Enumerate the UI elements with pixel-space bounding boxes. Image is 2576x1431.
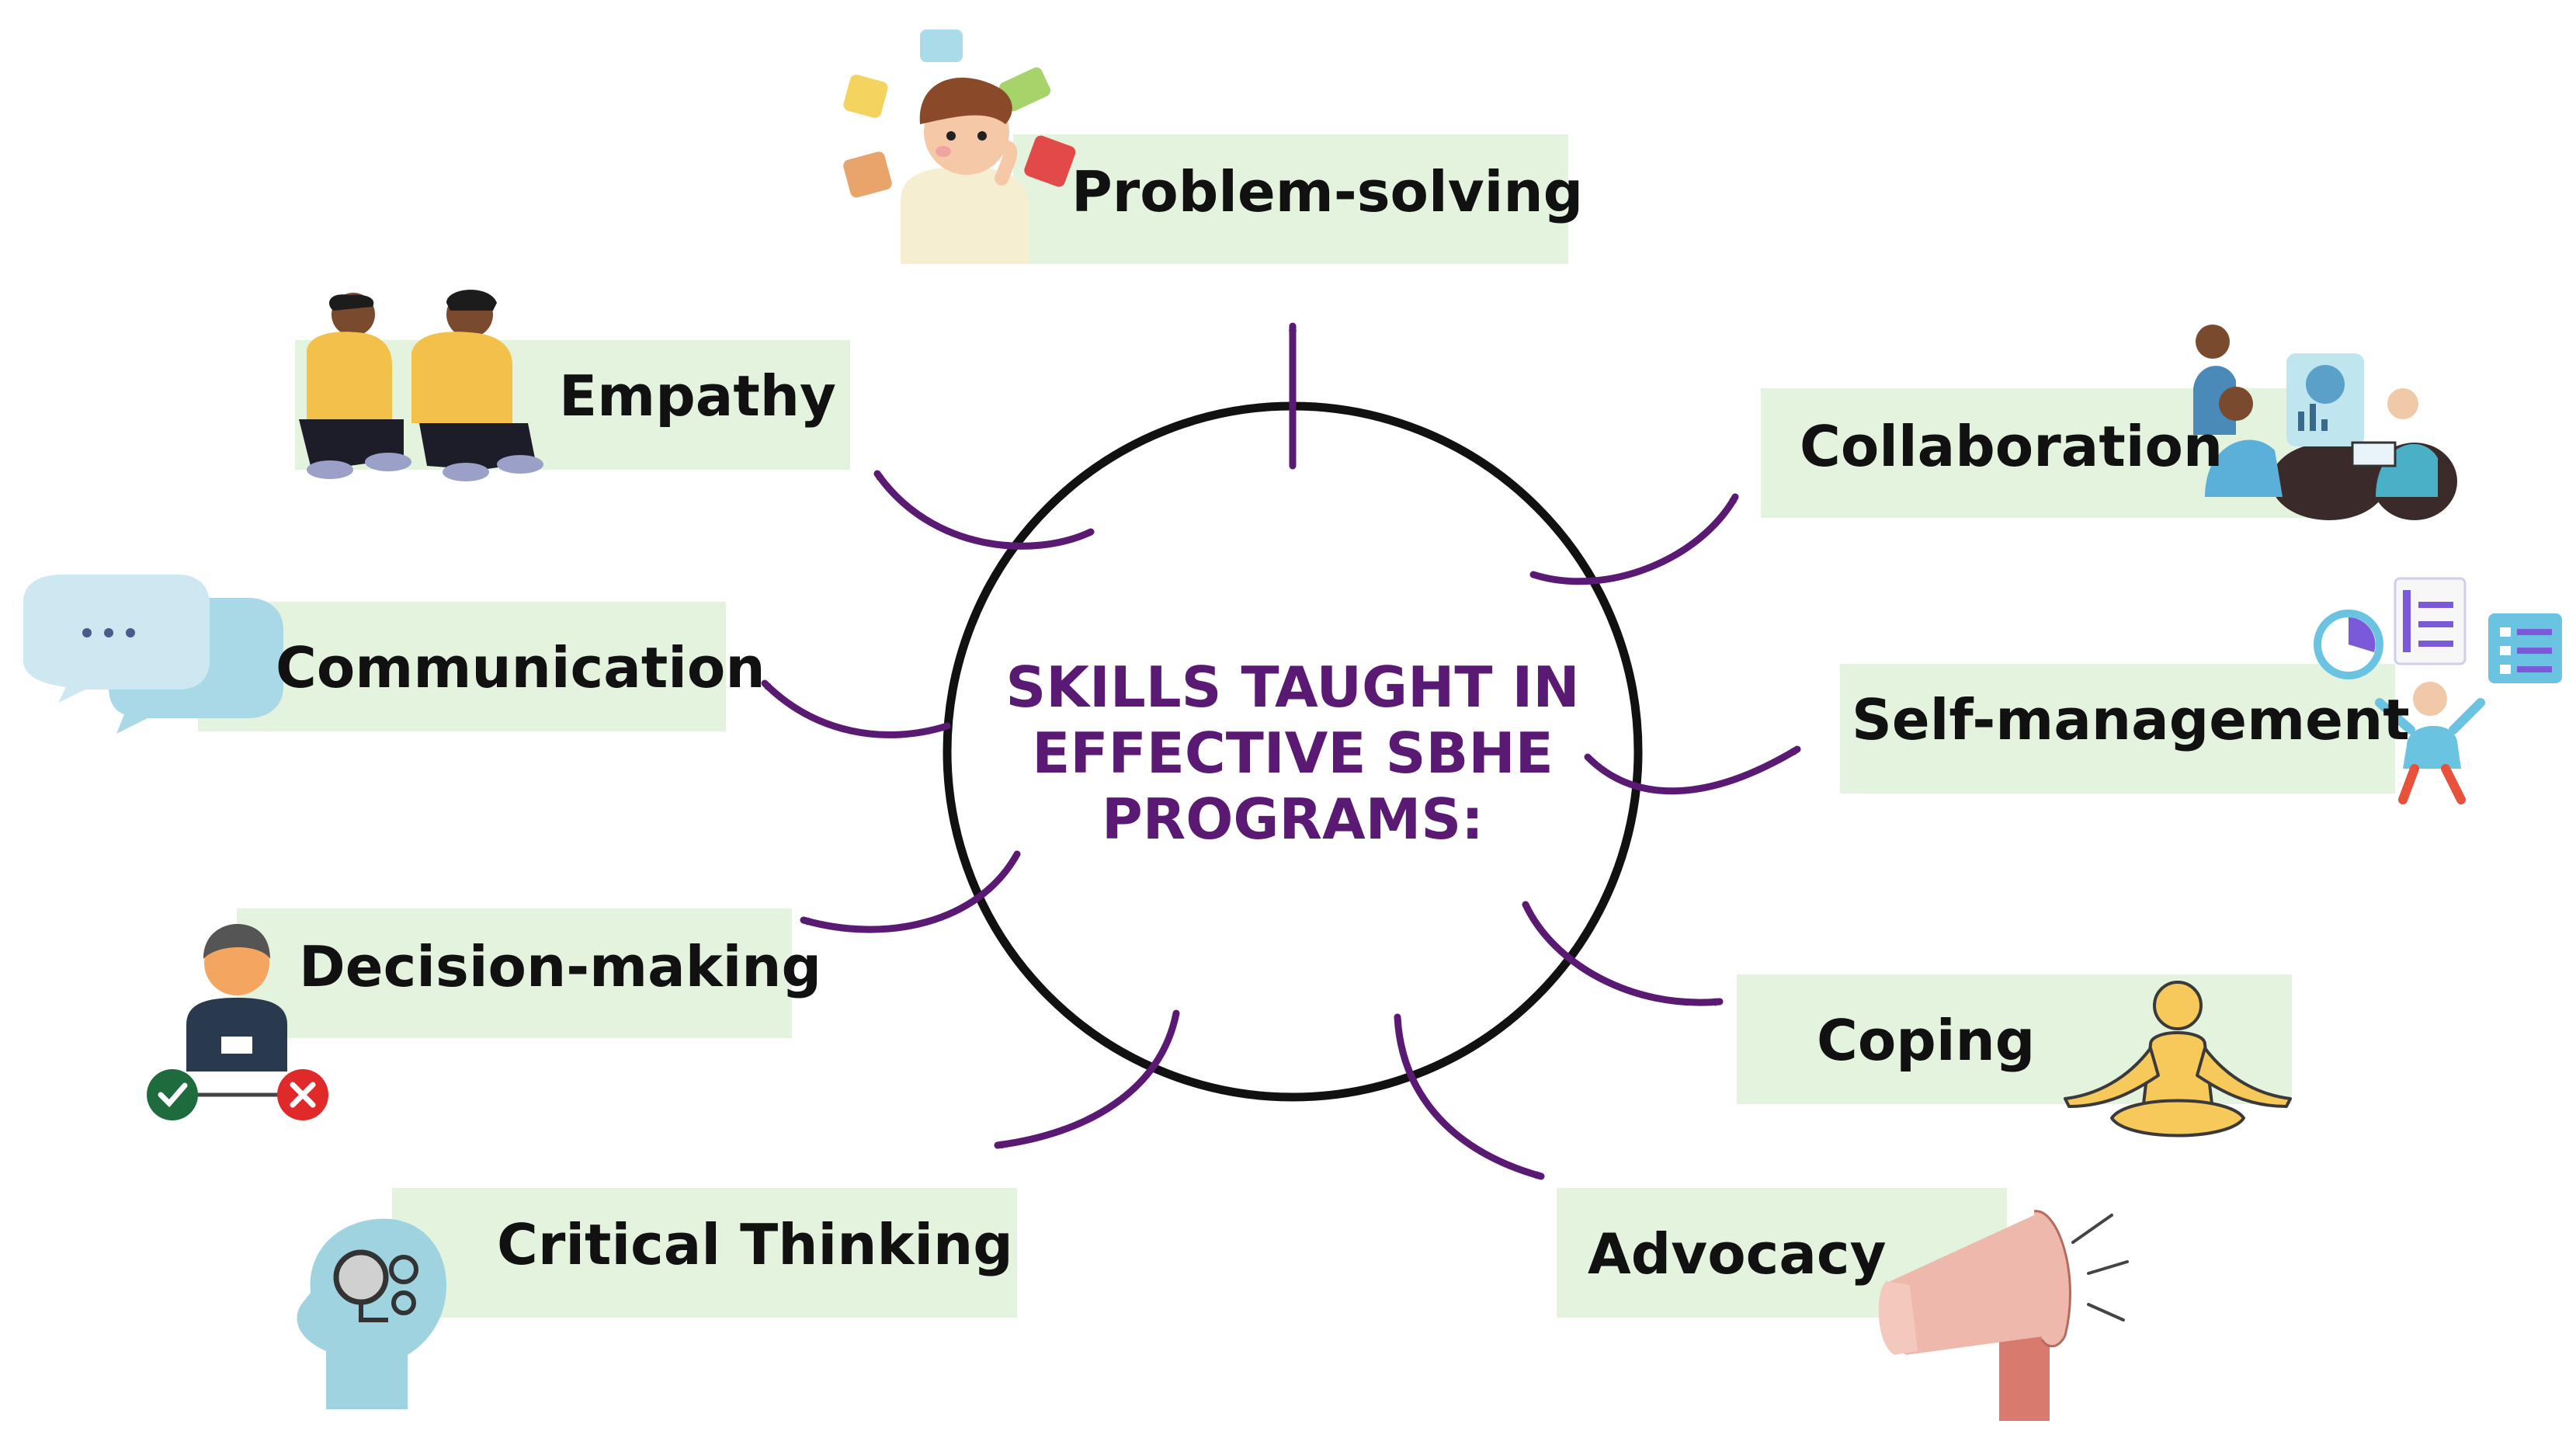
label-box-critical-thinking	[392, 1188, 1017, 1318]
juggling-tasks-icon	[2314, 577, 2562, 804]
center-title-line-2: EFFECTIVE SBHE	[1032, 721, 1554, 786]
arrows	[761, 322, 1801, 1180]
skill-self-management: Self-management	[1840, 577, 2562, 804]
arrow-collaboration	[1529, 493, 1739, 585]
label-communication: Communication	[276, 635, 766, 700]
label-decision-making: Decision-making	[299, 934, 821, 999]
label-empathy: Empathy	[559, 363, 836, 429]
skill-communication: Communication	[23, 575, 766, 734]
head-gears-icon	[297, 1218, 446, 1409]
arrow-coping	[1522, 901, 1724, 1006]
center-title-line-3: PROGRAMS:	[1102, 787, 1484, 852]
speech-bubbles-icon	[23, 575, 283, 734]
label-box-problem-solving	[1013, 134, 1568, 264]
skill-critical-thinking: Critical Thinking	[297, 1188, 1017, 1409]
skill-collaboration: Collaboration	[1761, 325, 2457, 520]
label-advocacy: Advocacy	[1588, 1221, 1887, 1287]
puzzled-person-icon	[843, 30, 1076, 264]
label-box-decision-making	[237, 908, 792, 1038]
arrow-advocacy	[1394, 1013, 1545, 1180]
skill-advocacy: Advocacy	[1557, 1188, 2129, 1421]
label-critical-thinking: Critical Thinking	[497, 1212, 1013, 1277]
center-title-line-1: SKILLS TAUGHT IN	[1005, 655, 1579, 720]
skill-empathy: Empathy	[295, 290, 850, 481]
label-box-communication	[198, 602, 726, 731]
skill-decision-making: Decision-making	[147, 908, 821, 1120]
person-choice-icon	[147, 924, 328, 1120]
team-meeting-icon	[2193, 325, 2457, 520]
two-people-sitting-icon	[299, 290, 543, 481]
arrow-communication	[761, 679, 951, 738]
skill-problem-solving: Problem-solving	[843, 30, 1583, 264]
arrow-self-management	[1584, 745, 1801, 795]
label-box-self-management	[1840, 664, 2395, 794]
skill-coping: Coping	[1737, 974, 2292, 1138]
label-problem-solving: Problem-solving	[1071, 159, 1583, 224]
label-collaboration: Collaboration	[1800, 414, 2223, 479]
label-coping: Coping	[1817, 1008, 2035, 1073]
meditation-icon	[2064, 981, 2292, 1138]
arrow-critical-thinking	[994, 1009, 1180, 1149]
arrow-empathy	[873, 470, 1095, 550]
label-self-management: Self-management	[1852, 687, 2410, 752]
center-title: SKILLS TAUGHT IN EFFECTIVE SBHE PROGRAMS…	[1005, 655, 1579, 852]
arrow-decision-making	[800, 850, 1021, 933]
megaphone-icon	[1878, 1210, 2129, 1421]
